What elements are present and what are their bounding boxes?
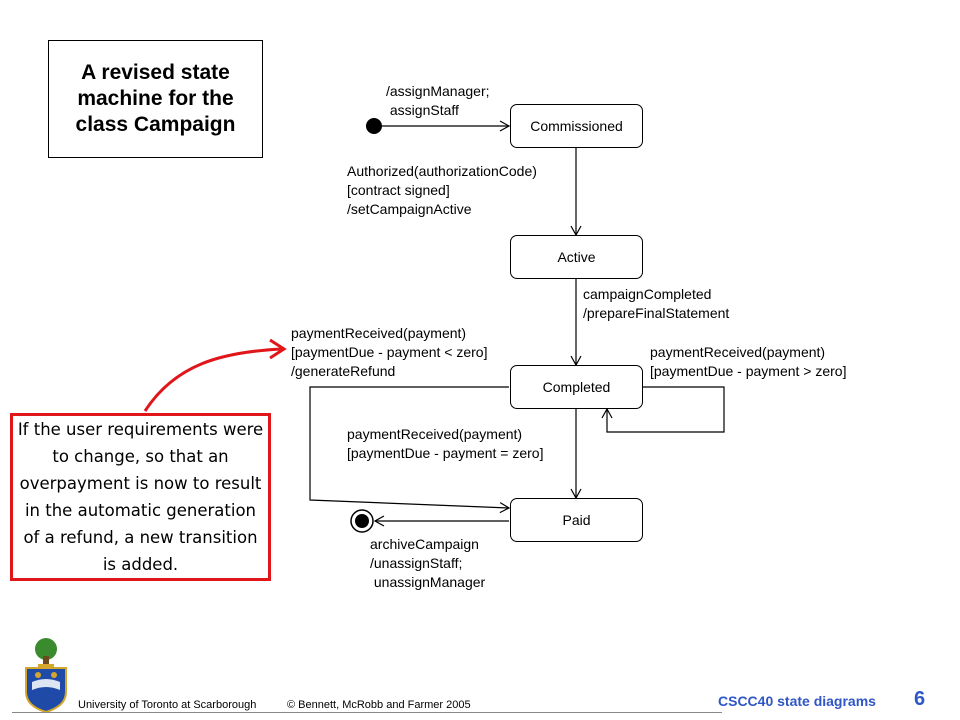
state-completed: Completed	[510, 365, 643, 409]
diagram-title-box: A revised state machine for the class Ca…	[48, 40, 263, 158]
final-state-dot	[355, 514, 369, 528]
refund-transition-label: paymentReceived(payment) [paymentDue - p…	[291, 325, 488, 379]
state-paid: Paid	[510, 498, 643, 542]
initial-transition-label: /assignManager; assignStaff	[386, 83, 490, 118]
diagram-title: A revised state machine for the class Ca…	[75, 61, 236, 136]
footer-divider	[12, 712, 722, 713]
self-loop-arrow	[601, 386, 725, 433]
note-pointer-arrowhead	[269, 338, 287, 360]
university-crest-logo	[25, 638, 67, 714]
paid-transition-label: paymentReceived(payment) [paymentDue - p…	[347, 426, 544, 461]
footer-university: University of Toronto at Scarborough	[78, 699, 257, 711]
archive-transition-label: archiveCampaign /unassignStaff; unassign…	[370, 536, 486, 590]
state-active: Active	[510, 235, 643, 279]
footer-course-title: CSCC40 state diagrams	[718, 693, 876, 709]
completed-transition-label: campaignCompleted /prepareFinalStatement	[583, 286, 730, 321]
state-paid-label: Paid	[562, 512, 591, 528]
self-loop-label: paymentReceived(payment) [paymentDue - p…	[650, 344, 847, 379]
note-pointer-arrow	[143, 347, 283, 412]
state-commissioned-label: Commissioned	[530, 118, 623, 134]
state-completed-label: Completed	[542, 379, 611, 395]
state-commissioned: Commissioned	[510, 104, 643, 148]
callout-note: If the user requirements were to change,…	[10, 413, 271, 581]
footer-page-number: 6	[914, 688, 926, 710]
initial-state-dot	[366, 118, 382, 134]
callout-note-text: If the user requirements were to change,…	[17, 420, 264, 574]
footer-copyright: © Bennett, McRobb and Farmer 2005	[287, 699, 471, 711]
authorized-transition-label: Authorized(authorizationCode) [contract …	[347, 163, 537, 217]
state-active-label: Active	[557, 249, 596, 265]
refund-transition-arrow	[309, 386, 511, 514]
